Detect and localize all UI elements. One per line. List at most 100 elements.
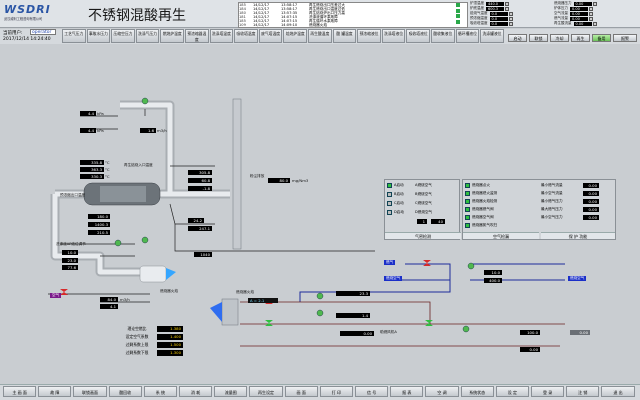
mode-button-standby[interactable]: 备用 [592,34,611,42]
bottom-nav-button[interactable]: 消 耗 [179,386,213,397]
valve-icon[interactable] [265,320,273,326]
bottom-nav-button[interactable]: 设 定 [495,386,529,397]
nav-button[interactable]: 吸收塔液位 [406,29,430,43]
bottom-nav-button[interactable]: 联锁画面 [73,386,107,397]
nav-button[interactable]: 酸收集液位 [431,29,455,43]
panel-a-right: B燃烧空气 [415,192,432,197]
nav-button[interactable]: 预浓缩器温度 [185,29,209,43]
panel-b-row[interactable]: 燃烧器燃气阀 [465,207,494,212]
panel-a-row[interactable]: C启动 [387,201,404,206]
calc-value[interactable]: 1.400 [157,333,183,340]
combustion-air-out-tag: 燃烧空气 [568,276,587,281]
status-icon [387,201,392,206]
mode-button-interlock[interactable]: 联锁 [529,34,548,42]
pump-icon[interactable] [316,309,324,317]
panel-a-value: 1 [417,219,427,224]
mode-button-regen[interactable]: 再生 [571,34,590,42]
user-name-field[interactable]: operator [30,29,56,35]
nav-button[interactable]: 吸收塔温度 [234,29,258,43]
pump-icon[interactable] [141,97,149,105]
calc-label: 过剩系数下限 [125,350,149,355]
panel-a-row[interactable]: A启动 [387,183,404,188]
calc-value[interactable]: 1.380 [157,325,183,332]
valve-icon[interactable] [423,260,431,266]
panel-a-row[interactable]: D启动 [387,210,404,215]
bottom-nav-button[interactable]: 打 印 [319,386,353,397]
panel-a-label: D启动 [394,210,404,214]
nav-button[interactable]: 洗涤气压力 [135,29,160,43]
nav-button[interactable]: 事故水压力 [86,29,111,43]
nav-button[interactable]: 燃烧炉温度 [160,29,184,43]
nav-button[interactable]: 再生酸温度 [308,29,332,43]
nav-button[interactable]: 预浓缩液位 [357,29,381,43]
flame-label: 燃烧器火焰 [236,290,254,294]
nav-button[interactable]: 洗涤塔温度 [209,29,234,43]
line-value: 0.00 [520,347,540,352]
panel-b-row[interactable]: 燃烧器氮气吹扫 [465,223,497,228]
bottom-nav-button[interactable]: 系统状态 [460,386,494,397]
panel-b-row[interactable]: 燃烧器空气阀 [465,215,494,220]
valve-icon[interactable] [425,320,433,326]
pump-icon[interactable] [316,292,324,300]
limit-label: 最大燃气压力 [541,207,563,211]
alarm-time: 13:57:35 [281,11,298,15]
bottom-nav-button[interactable]: 故 障 [38,386,72,397]
pump-icon[interactable] [462,325,470,333]
nav-button[interactable]: 洗涤塔液位 [381,29,406,43]
bottom-nav-button[interactable]: 登 录 [531,386,565,397]
stack-icon [232,98,242,250]
bottom-nav-button[interactable]: 流量图 [214,386,248,397]
panel-a-footer[interactable]: 气密检测 [385,232,461,239]
flow-value: 1040 [194,252,212,257]
temp-value: 60.8 [188,178,212,183]
panel-b-row[interactable]: 燃烧器熄火监测 [465,191,497,196]
nav-button[interactable]: 循环槽液位 [455,29,480,43]
burner-label: 燃烧器火焰 [160,289,178,293]
nav-button[interactable]: 压缩空压力 [111,29,135,43]
bottom-nav-button[interactable]: 退 出 [601,386,635,397]
panel-b-footer-right[interactable]: 保 护 功能 [541,232,615,239]
panel-b-right-row: 最小燃气压力 [541,199,563,204]
bottom-nav-button[interactable]: 再生设定 [249,386,283,397]
temp-value: 335.8 [80,160,104,165]
panel-b-footer-left[interactable]: 空气检漏 [463,232,539,239]
panel-b-row[interactable]: 燃烧器火焰检测 [465,199,497,204]
bottom-nav-button[interactable]: 报 表 [390,386,424,397]
bottom-nav-button[interactable]: 注 销 [566,386,600,397]
panel-b-row[interactable]: 燃烧器点火 [465,183,490,188]
nav-button[interactable]: 酸 罐温度 [332,29,357,43]
valve-icon[interactable] [60,289,68,295]
alarm-indicators [456,3,461,25]
top-label: 再生焙烧入口温度 [124,163,153,167]
pump-icon[interactable] [141,236,149,244]
mode-button-start[interactable]: 启动 [508,34,527,42]
mode-button-cool[interactable]: 冷却 [550,34,569,42]
bottom-nav-button[interactable]: 主 画 面 [3,386,37,397]
nav-button[interactable]: 焙烧炉温度 [283,29,307,43]
nav-button[interactable]: 洗涤罐液位 [480,29,504,43]
calc-value[interactable]: 1.500 [157,341,183,348]
bottom-nav-button[interactable]: 信 号 [355,386,389,397]
mode-button-alarm[interactable]: 报警 [613,34,637,42]
bottom-nav-button[interactable]: 画 面 [284,386,318,397]
bottom-nav-button[interactable]: 空 调 [425,386,459,397]
pump-icon[interactable] [467,262,475,270]
nav-button[interactable]: 工艺气压力 [62,29,86,43]
bottom-nav-button[interactable]: 酸回收 [108,386,142,397]
pump-icon[interactable] [114,239,122,247]
bottom-nav-button[interactable]: 系 统 [143,386,177,397]
panel-a-row[interactable]: B启动 [387,192,404,197]
panel-b-right-row: 最小空气流量 [541,191,563,196]
nav-button[interactable]: 废气塔温度 [258,29,283,43]
calc-value[interactable]: 1.300 [157,349,183,356]
